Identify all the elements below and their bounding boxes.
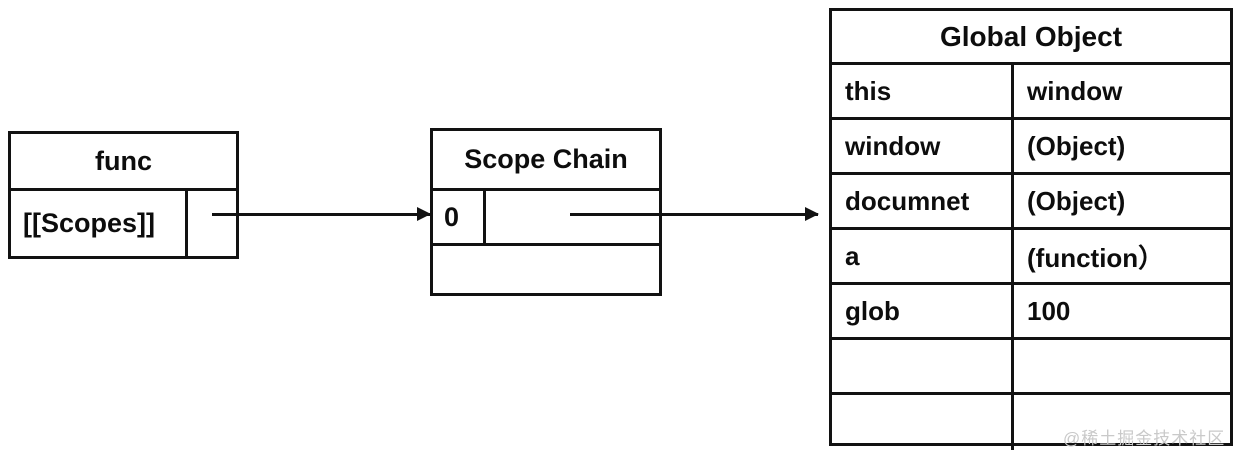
func-scopes-pointer-cell <box>188 191 236 256</box>
global-row-key <box>832 340 1014 392</box>
global-row-value <box>1014 340 1230 392</box>
table-row <box>832 395 1230 450</box>
scope-chain-empty-row <box>433 246 659 296</box>
scope-chain-box: Scope Chain 0 <box>430 128 662 296</box>
table-row: glob 100 <box>832 285 1230 340</box>
scope-chain-empty-cell <box>433 246 659 296</box>
global-row-value: window <box>1027 75 1123 106</box>
func-box-title: func <box>95 145 152 176</box>
table-row: window (Object) <box>832 120 1230 175</box>
func-box-scopes-row: [[Scopes]] <box>11 191 236 256</box>
global-row-value: (function） <box>1027 242 1165 273</box>
scope-chain-index-label: 0 <box>433 191 486 243</box>
func-box: func [[Scopes]] <box>8 131 239 259</box>
global-row-value: 100 <box>1027 295 1071 326</box>
func-scopes-label: [[Scopes]] <box>11 191 188 256</box>
arrow-scope-chain-to-global-object <box>570 207 819 221</box>
global-row-value: (Object) <box>1027 185 1126 216</box>
watermark: @稀土掘金技术社区 <box>1063 429 1226 448</box>
global-object-title: Global Object <box>939 20 1123 52</box>
scope-chain-index-row: 0 <box>433 191 659 246</box>
table-row <box>832 340 1230 395</box>
global-object-header-row: Global Object <box>832 11 1230 65</box>
scope-chain-title: Scope Chain <box>464 144 628 174</box>
global-row-key <box>832 395 1014 450</box>
scope-chain-pointer-cell <box>486 191 659 243</box>
global-row-value: (Object) <box>1027 130 1126 161</box>
scope-chain-header-row: Scope Chain <box>433 131 659 191</box>
global-row-key: glob <box>832 285 1014 337</box>
table-row: this window <box>832 65 1230 120</box>
global-row-key: a <box>832 230 1014 282</box>
table-row: documnet (Object) <box>832 175 1230 230</box>
global-row-key: documnet <box>832 175 1014 227</box>
func-box-header-row: func <box>11 134 236 191</box>
global-object-table: Global Object this window window (Object… <box>829 8 1233 450</box>
global-row-key: this <box>832 65 1014 117</box>
table-row: a (function） <box>832 230 1230 285</box>
arrow-scopes-to-scope-chain <box>212 207 431 221</box>
global-row-key: window <box>832 120 1014 172</box>
